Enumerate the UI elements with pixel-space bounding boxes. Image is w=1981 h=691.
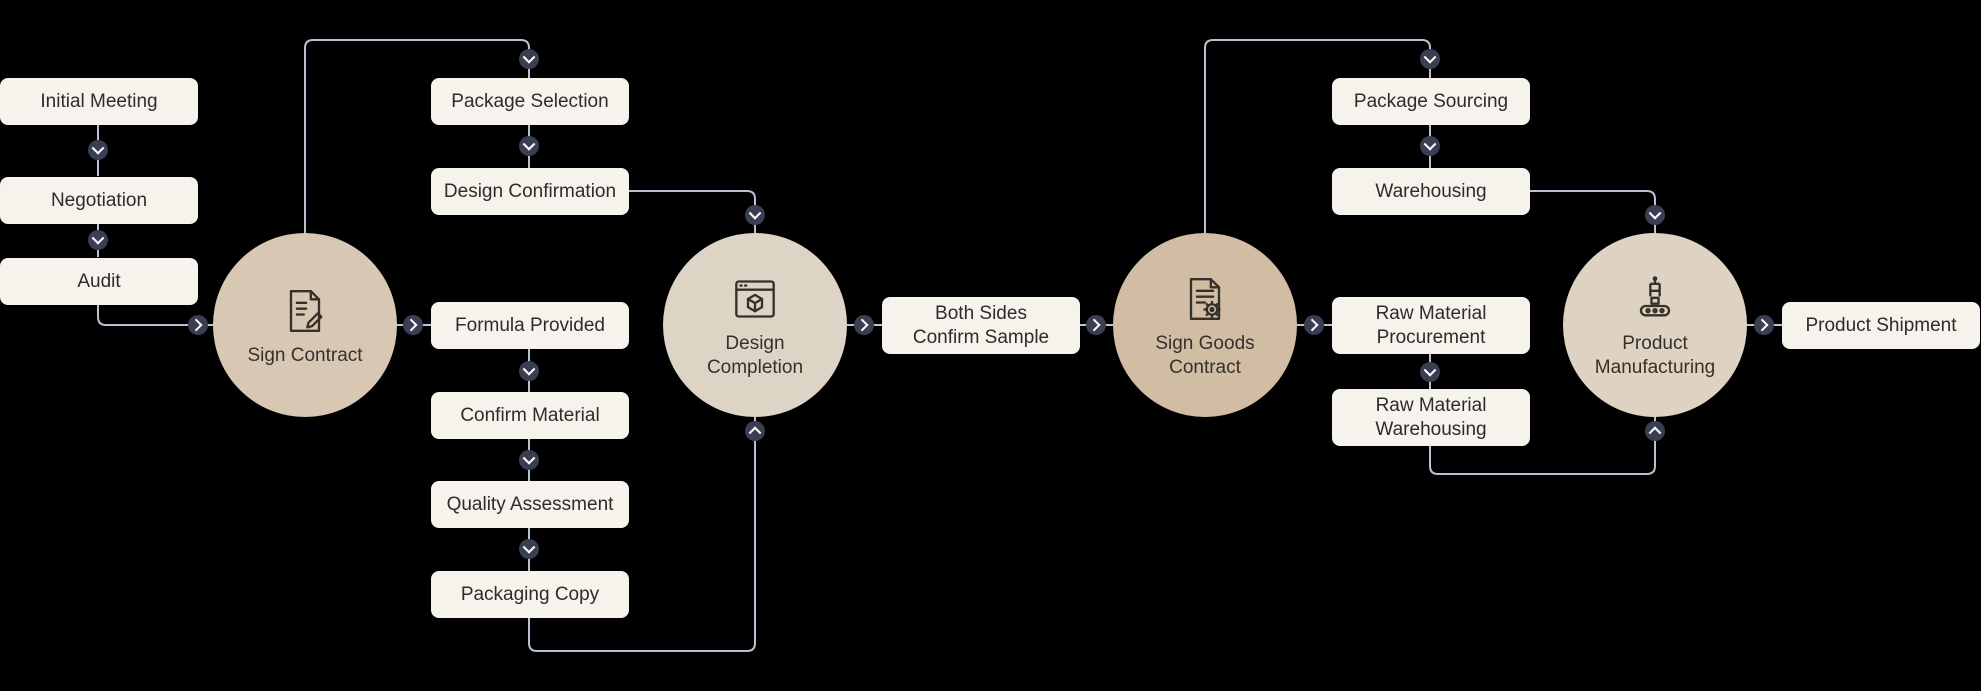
node-label: Package Sourcing (1353, 90, 1509, 112)
chevron-down-icon (1645, 205, 1665, 225)
node-raw-material-procurement: Raw Material Procurement (1332, 297, 1530, 354)
chevron-right-icon (1304, 315, 1324, 335)
contract-document-pen-icon (277, 283, 333, 339)
chevron-down-icon (88, 140, 108, 160)
node-package-sourcing: Package Sourcing (1332, 78, 1530, 125)
edge-sign-goods-package-sourcing (1204, 39, 1431, 233)
contract-document-gear-icon (1177, 271, 1233, 327)
node-design-completion: Design Completion (663, 233, 847, 417)
node-label: Warehousing (1375, 180, 1487, 202)
edge-design-confirmation-design-completion (629, 190, 756, 233)
node-warehousing: Warehousing (1332, 168, 1530, 215)
node-formula-provided: Formula Provided (431, 302, 629, 349)
node-sign-contract: Sign Contract (213, 233, 397, 417)
node-label: Both Sides Confirm Sample (912, 302, 1050, 348)
edge-packaging-copy-design-completion (528, 417, 756, 652)
node-label: Initial Meeting (40, 90, 158, 112)
chevron-right-icon (854, 315, 874, 335)
node-label: Audit (77, 270, 121, 292)
node-negotiation: Negotiation (0, 177, 198, 224)
edge-audit-sign-contract (97, 305, 213, 326)
node-label: Package Selection (451, 90, 609, 112)
node-label: Product Shipment (1805, 314, 1957, 336)
node-raw-material-warehousing: Raw Material Warehousing (1332, 389, 1530, 446)
node-initial-meeting: Initial Meeting (0, 78, 198, 125)
node-quality-assessment: Quality Assessment (431, 481, 629, 528)
chevron-down-icon (1420, 49, 1440, 69)
node-label: Quality Assessment (446, 493, 614, 515)
node-both-sides-confirm-sample: Both Sides Confirm Sample (882, 297, 1080, 354)
robot-arm-conveyor-icon (1627, 271, 1683, 327)
node-label: Sign Goods Contract (1155, 332, 1255, 378)
chevron-down-icon (1420, 362, 1440, 382)
node-label: Negotiation (50, 189, 148, 211)
node-audit: Audit (0, 258, 198, 305)
node-label: Sign Contract (247, 344, 363, 366)
edge-warehousing-product-manufacturing (1530, 190, 1656, 233)
chevron-down-icon (88, 230, 108, 250)
node-confirm-material: Confirm Material (431, 392, 629, 439)
chevron-right-icon (1086, 315, 1106, 335)
node-label: Formula Provided (455, 314, 605, 336)
chevron-down-icon (519, 450, 539, 470)
node-label: Raw Material Warehousing (1375, 394, 1487, 440)
node-product-manufacturing: Product Manufacturing (1563, 233, 1747, 417)
node-label: Design Completion (706, 332, 804, 378)
edge-sign-contract-package-selection (304, 39, 530, 233)
chevron-right-icon (188, 315, 208, 335)
node-label: Confirm Material (460, 404, 600, 426)
design-window-cube-icon (727, 271, 783, 327)
node-package-selection: Package Selection (431, 78, 629, 125)
node-packaging-copy: Packaging Copy (431, 571, 629, 618)
chevron-down-icon (519, 49, 539, 69)
chevron-down-icon (1420, 136, 1440, 156)
chevron-up-icon (745, 421, 765, 441)
node-sign-goods-contract: Sign Goods Contract (1113, 233, 1297, 417)
node-label: Raw Material Procurement (1375, 302, 1487, 348)
chevron-down-icon (519, 136, 539, 156)
chevron-down-icon (519, 539, 539, 559)
chevron-down-icon (519, 361, 539, 381)
chevron-right-icon (1754, 315, 1774, 335)
chevron-up-icon (1645, 421, 1665, 441)
node-label: Packaging Copy (460, 583, 600, 605)
chevron-down-icon (745, 205, 765, 225)
node-product-shipment: Product Shipment (1782, 302, 1980, 349)
node-label: Design Confirmation (443, 180, 617, 202)
chevron-right-icon (403, 315, 423, 335)
node-design-confirmation: Design Confirmation (431, 168, 629, 215)
edge-raw-warehousing-product-manufacturing (1429, 417, 1656, 475)
node-label: Product Manufacturing (1594, 332, 1716, 378)
